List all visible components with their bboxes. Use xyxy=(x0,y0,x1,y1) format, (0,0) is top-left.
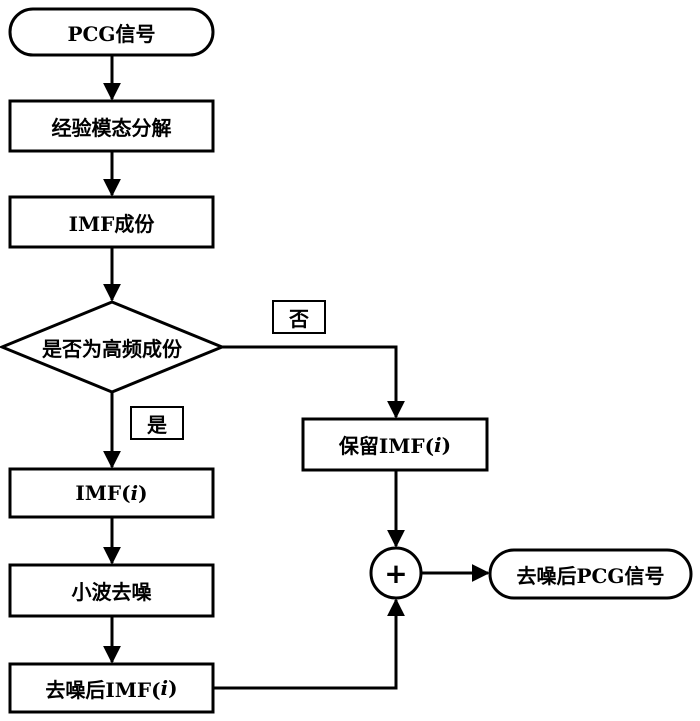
arrow-decision-no xyxy=(222,345,405,419)
no-label: 否 xyxy=(272,300,326,334)
denoised-imf-box-shape xyxy=(8,662,215,714)
sum-junction-shape xyxy=(369,546,423,600)
start-terminal-shape xyxy=(8,7,215,57)
keep-imf-box-shape xyxy=(301,417,489,472)
output-terminal-shape xyxy=(488,548,693,600)
wavelet-box-shape xyxy=(8,563,215,618)
imf-components-box-shape xyxy=(8,195,215,249)
yes-label: 是 xyxy=(130,406,184,440)
arrow-denoised-to-sum xyxy=(213,598,405,690)
emd-box-shape xyxy=(8,99,215,153)
imf-i-box-shape xyxy=(8,467,215,519)
decision-diamond-shape xyxy=(0,300,226,394)
